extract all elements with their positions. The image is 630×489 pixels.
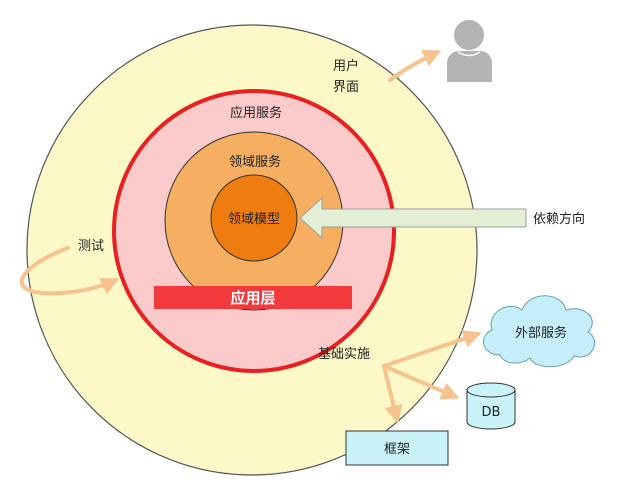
test-loop-arrow [19,246,120,296]
app-layer-label: 应用层 [230,289,275,307]
db-label: DB [482,405,501,420]
ui-arrow [388,49,442,82]
app-service-label: 应用服务 [230,105,282,121]
infra-to-db-arrow [382,364,460,400]
dependency-label: 依赖方向 [533,211,585,227]
cloud-icon [483,295,595,368]
domain-model-core [210,174,298,262]
user-icon [447,20,492,82]
framework-box [345,430,449,466]
infrastructure-label: 基础实施 [318,347,370,362]
domain-service-label: 领域服务 [229,154,281,170]
test-label: 测试 [78,239,104,254]
database-icon [466,382,516,430]
domain-model-label: 领域模型 [228,212,280,227]
ui-label: 用户 界面 [333,58,363,95]
dependency-arrow [299,196,527,240]
external-service-label: 外部服务 [515,325,567,341]
framework-label: 框架 [384,442,410,457]
app-layer-bar [154,286,352,309]
infra-to-framework-arrow [382,364,403,424]
infra-to-cloud-arrow [382,330,482,368]
